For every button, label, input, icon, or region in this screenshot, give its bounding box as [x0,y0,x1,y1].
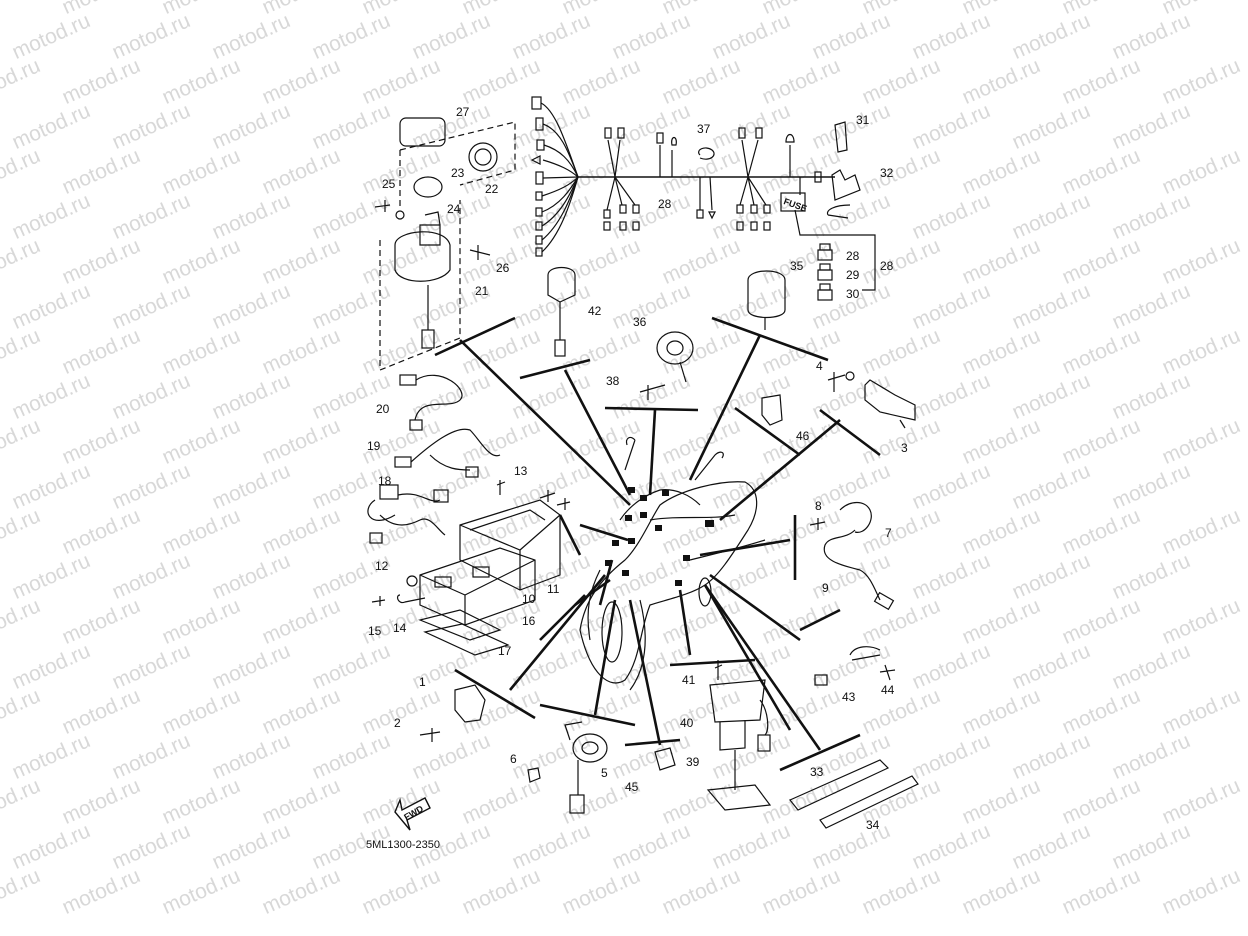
part-label-24: 24 [447,202,461,216]
part-label-23: 23 [451,166,465,180]
part-label-32: 31 [856,113,870,127]
part-label-4: 4 [816,359,823,373]
wire-harness [530,96,876,291]
part-label-11: 11 [547,582,560,596]
part-label-21: 21 [475,284,489,298]
part-label-47: 46 [796,429,810,443]
part-label-38: 37 [697,122,711,136]
part-label-13: 13 [514,464,528,478]
part-label-34: 33 [810,765,824,779]
part-label-15: 15 [368,624,382,638]
part-label-25: 25 [382,177,396,191]
part-label-19: 19 [367,439,381,453]
part-label-36: 35 [790,259,804,273]
part-label-45: 44 [881,683,895,697]
part-label-12: 12 [375,559,389,573]
part-label-6: 6 [510,752,517,766]
battery-box [371,480,571,656]
part-label-7: 7 [885,526,892,540]
part-label-8: 8 [815,499,822,513]
fwd-arrow [394,797,431,831]
part-label-35: 34 [866,818,880,832]
part-label-30: 29 [846,268,860,282]
sub-harnesses [367,374,501,544]
part-label-42: 41 [682,673,696,687]
part-label-29: 28 [846,249,860,263]
part-label-41: 40 [680,716,694,730]
part-label-27: 27 [456,105,470,119]
part-label-16: 16 [522,614,536,628]
fwd-text: FWD [402,803,425,822]
part-label-28b: 28 [880,259,894,273]
fuses [817,243,833,301]
connector-markers [605,487,714,586]
part-label-9: 9 [822,581,829,595]
part-label-14: 14 [393,621,407,635]
part-label-17: 17 [498,644,512,658]
part-label-18: 18 [378,474,392,488]
part-label-40: 39 [686,755,700,769]
part-label-43: 42 [588,304,602,318]
relays-sensors [419,121,919,829]
diagram-code: 5ML1300-2350 [366,839,440,851]
part-label-37: 36 [633,315,647,329]
part-label-39: 38 [606,374,620,388]
part-label-28a: 28 [658,197,672,211]
part-label-22: 22 [485,182,499,196]
part-label-3: 3 [901,441,908,455]
main-switch-assembly [374,117,516,371]
part-label-31: 30 [846,287,860,301]
part-label-33: 32 [880,166,894,180]
part-label-5: 5 [601,766,608,780]
part-label-20: 20 [376,402,390,416]
part-label-44: 43 [842,690,856,704]
part-label-10: 10 [522,592,536,606]
part-label-1: 1 [419,675,426,689]
part-label-46: 45 [625,780,639,794]
part-label-26: 26 [496,261,510,275]
leader-lines [459,334,841,751]
part-label-2: 2 [394,716,401,730]
